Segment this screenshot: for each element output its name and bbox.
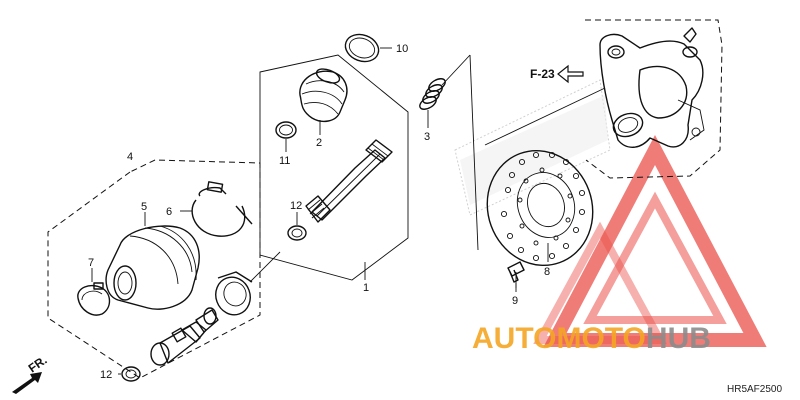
watermark-logo <box>533 134 767 347</box>
clamp-band-part-6 <box>191 181 253 237</box>
washer-part-12-upper <box>287 225 307 241</box>
o-ring-part-10 <box>344 33 380 63</box>
callout-7: 7 <box>88 257 94 269</box>
callout-4: 4 <box>127 151 133 163</box>
diagram-code: HR5AF2500 <box>727 384 782 395</box>
callout-12-upper: 12 <box>290 200 302 212</box>
watermark-text: AUTOMOTOHUB <box>472 322 711 355</box>
callout-8: 8 <box>544 266 550 278</box>
watermark-word-1: AUTOMOTOHUB <box>472 322 711 355</box>
front-direction-label: FR. <box>26 353 50 376</box>
boot-part-5 <box>105 225 200 310</box>
callout-5: 5 <box>141 201 147 213</box>
shaft-part-1 <box>305 139 393 223</box>
hub-knuckle <box>599 27 705 148</box>
reference-label: F-23 <box>530 67 555 81</box>
callout-9: 9 <box>512 295 518 307</box>
callout-3: 3 <box>424 131 430 143</box>
boot-part-2 <box>299 68 348 123</box>
callout-1: 1 <box>363 282 369 294</box>
reference-arrow <box>557 64 584 84</box>
group-outline-left <box>47 159 261 379</box>
clip-part-7 <box>77 282 111 316</box>
group-outline-center <box>259 54 409 281</box>
callout-2: 2 <box>316 137 322 149</box>
ring-part-11 <box>275 121 297 139</box>
callout-6: 6 <box>166 206 172 218</box>
hub-reference-outline <box>585 19 723 179</box>
universal-joint <box>150 307 219 366</box>
spring-part-3 <box>419 78 446 110</box>
oil-seal <box>215 271 253 316</box>
callout-12-lower: 12 <box>100 369 112 381</box>
shadow-band <box>454 79 611 216</box>
callout-10: 10 <box>396 43 408 55</box>
brake-disc <box>486 149 594 267</box>
front-direction-arrow <box>12 372 42 394</box>
callout-11: 11 <box>279 155 290 167</box>
washer-part-12-lower <box>121 366 141 382</box>
